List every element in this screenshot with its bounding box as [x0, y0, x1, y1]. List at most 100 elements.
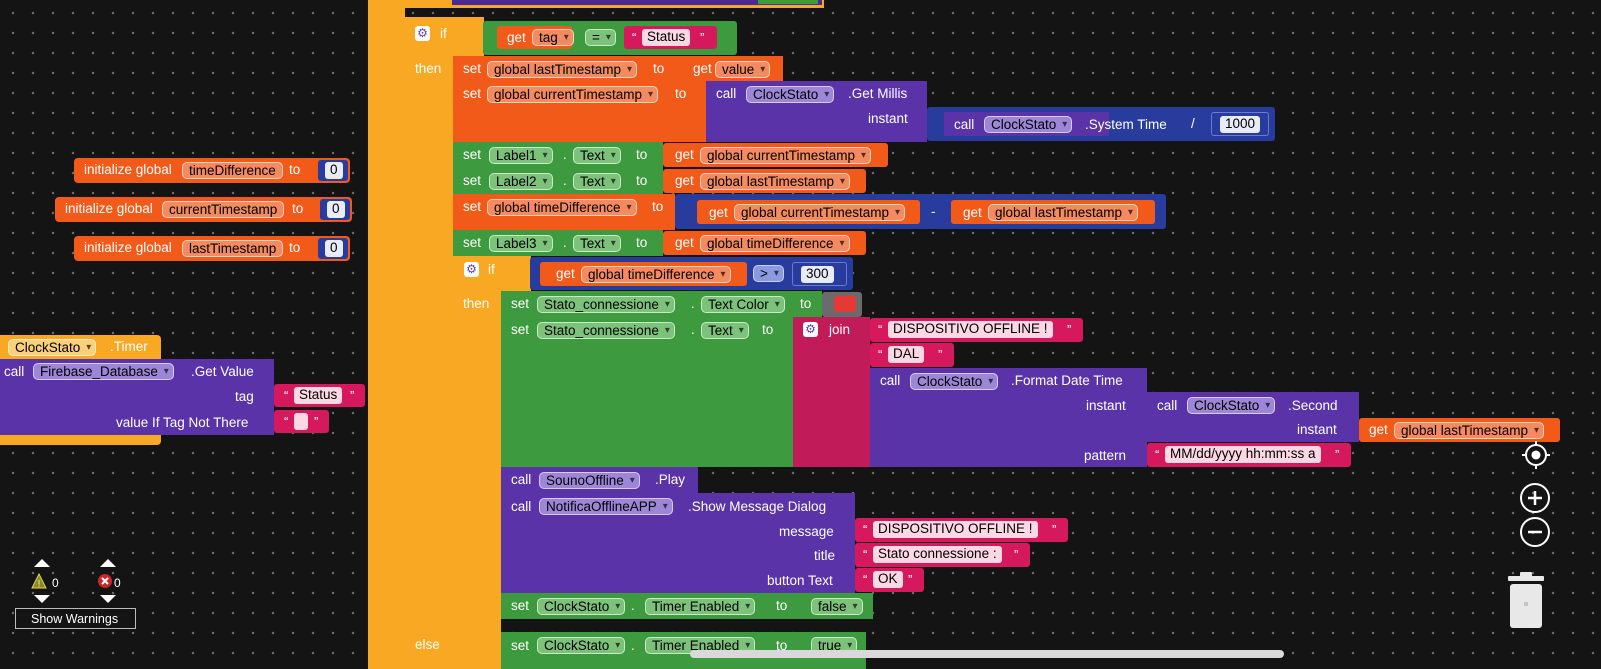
set-time-difference[interactable]: set global timeDifference to — [453, 194, 675, 230]
number-value[interactable]: 0 — [325, 162, 343, 179]
string-value[interactable]: Status — [294, 387, 343, 404]
component-dropdown[interactable]: Stato_connessione — [537, 322, 675, 339]
var-name[interactable]: timeDifference — [182, 162, 283, 179]
recenter-icon[interactable] — [1521, 440, 1551, 470]
component-dropdown[interactable]: ClockStato — [537, 637, 626, 654]
component-dropdown[interactable]: Stato_connessione — [537, 296, 675, 313]
property-dropdown[interactable]: Text — [573, 235, 621, 252]
string-value[interactable]: OK — [873, 571, 903, 588]
var-dropdown[interactable]: global timeDifference — [700, 235, 850, 252]
number-value[interactable]: 300 — [801, 266, 834, 283]
greater-than-block[interactable]: get global timeDifference > 300 — [530, 257, 853, 290]
sound-play-block[interactable]: call SounoOffline .Play — [501, 467, 698, 493]
set-label3-text[interactable]: set Label3 . Text to — [453, 230, 663, 256]
format-date-time-block[interactable]: call ClockStato .Format Date Time instan… — [870, 368, 1147, 467]
error-up-arrow-icon[interactable] — [99, 558, 117, 568]
string-value[interactable]: DAL — [888, 346, 925, 363]
error-indicator[interactable]: 0 — [96, 558, 124, 604]
gear-icon[interactable]: ⚙ — [803, 322, 818, 337]
var-dropdown[interactable]: global lastTimestamp — [1394, 422, 1545, 439]
show-message-dialog-block[interactable]: call NotificaOfflineAPP .Show Message Di… — [501, 493, 855, 593]
subtract-block[interactable]: get global currentTimestamp - get global… — [675, 194, 1166, 229]
component-dropdown[interactable]: ClockStato — [746, 86, 835, 103]
number-block[interactable]: 1000 — [1211, 112, 1269, 136]
string-message[interactable]: “ DISPOSITIVO OFFLINE ! ” — [855, 518, 1068, 542]
trash-icon[interactable] — [1506, 572, 1546, 630]
set-last-timestamp[interactable]: set global lastTimestamp to get value — [453, 56, 783, 82]
component-dropdown[interactable]: Label2 — [489, 173, 553, 190]
string-value[interactable]: Status — [642, 29, 691, 46]
component-dropdown[interactable]: SounoOffline — [539, 472, 640, 489]
horizontal-scrollbar[interactable] — [690, 650, 1284, 658]
set-current-timestamp[interactable]: set global currentTimestamp to — [453, 81, 706, 142]
gear-icon[interactable]: ⚙ — [464, 262, 479, 277]
component-dropdown[interactable]: NotificaOfflineAPP — [539, 498, 673, 515]
string-value[interactable] — [294, 413, 308, 430]
set-timer-enabled-false[interactable]: set ClockStato . Timer Enabled to false — [501, 593, 873, 619]
component-dropdown[interactable]: ClockStato — [537, 598, 626, 615]
get-time-difference[interactable]: get global timeDifference — [663, 231, 866, 255]
show-warnings-button[interactable]: Show Warnings — [15, 608, 136, 629]
number-block[interactable]: 0 — [320, 199, 350, 220]
zoom-out-icon[interactable] — [1519, 516, 1551, 548]
component-dropdown[interactable]: Firebase_Database — [33, 363, 174, 380]
warning-down-arrow-icon[interactable] — [33, 594, 51, 604]
system-time-block[interactable]: call ClockStato .System Time — [944, 112, 1167, 136]
component-dropdown[interactable]: ClockStato — [1187, 397, 1276, 414]
get-millis-block[interactable]: call ClockStato .Get Millis instant — [706, 81, 927, 142]
error-down-arrow-icon[interactable] — [99, 594, 117, 604]
var-name[interactable]: currentTimestamp — [162, 201, 285, 218]
get-last-timestamp[interactable]: get global lastTimestamp — [951, 200, 1155, 224]
component-dropdown[interactable]: ClockStato — [910, 373, 999, 390]
get-last-timestamp[interactable]: get global lastTimestamp — [1359, 418, 1560, 442]
var-dropdown[interactable]: value — [715, 61, 771, 78]
component-dropdown[interactable]: ClockStato — [984, 116, 1073, 133]
component-dropdown[interactable]: Label1 — [489, 147, 553, 164]
get-time-difference[interactable]: get global timeDifference — [540, 262, 747, 286]
property-dropdown[interactable]: Text Color — [701, 296, 785, 313]
number-block[interactable]: 0 — [318, 160, 348, 181]
init-last-timestamp[interactable]: initialize global lastTimestamp to 0 — [74, 236, 350, 261]
var-dropdown[interactable]: global lastTimestamp — [487, 61, 638, 78]
get-tag-block[interactable]: get tag — [497, 26, 574, 49]
status-string[interactable]: “ Status ” — [624, 26, 717, 49]
number-block[interactable]: 0 — [318, 238, 348, 259]
color-swatch[interactable] — [834, 296, 856, 312]
status-string[interactable]: “ Status ” — [274, 384, 365, 407]
divide-block[interactable]: call ClockStato .System Time / 1000 — [927, 107, 1275, 141]
number-block[interactable]: 300 — [792, 262, 847, 286]
color-block[interactable] — [822, 292, 862, 317]
var-dropdown[interactable]: global lastTimestamp — [988, 204, 1139, 221]
string-value[interactable]: MM/dd/yyyy hh:mm:ss a — [1165, 446, 1321, 463]
var-dropdown[interactable]: global currentTimestamp — [700, 147, 872, 164]
init-current-timestamp[interactable]: initialize global currentTimestamp to 0 — [55, 197, 352, 222]
operator-dropdown[interactable]: > — [753, 265, 784, 282]
set-label2-text[interactable]: set Label2 . Text to — [453, 168, 663, 194]
init-time-difference[interactable]: initialize global timeDifference to 0 — [74, 158, 350, 183]
var-dropdown[interactable]: global lastTimestamp — [700, 173, 851, 190]
string-value[interactable]: Stato connessione : — [873, 546, 1002, 563]
number-value[interactable]: 0 — [327, 201, 345, 218]
second-block[interactable]: call ClockStato .Second instant — [1147, 392, 1359, 442]
component-dropdown[interactable]: Label3 — [489, 235, 553, 252]
gear-icon[interactable]: ⚙ — [415, 26, 430, 41]
warning-up-arrow-icon[interactable] — [33, 558, 51, 568]
number-value[interactable]: 0 — [325, 240, 343, 257]
property-dropdown[interactable]: Text — [701, 322, 749, 339]
set-stato-text[interactable]: set Stato_connessione . Text to — [501, 317, 793, 467]
string-ok[interactable]: “ OK ” — [855, 568, 924, 592]
string-offline[interactable]: “ DISPOSITIVO OFFLINE ! ” — [870, 318, 1083, 342]
join-block[interactable]: ⚙ join — [793, 317, 870, 467]
var-dropdown[interactable]: global currentTimestamp — [487, 86, 659, 103]
var-dropdown[interactable]: global timeDifference — [487, 199, 637, 216]
var-name[interactable]: lastTimestamp — [182, 240, 284, 257]
zoom-in-icon[interactable] — [1519, 482, 1551, 514]
component-dropdown[interactable]: ClockStato — [8, 339, 97, 356]
compare-block[interactable]: get tag = “ Status ” — [483, 21, 737, 55]
string-value[interactable]: DISPOSITIVO OFFLINE ! — [873, 521, 1038, 538]
string-dal[interactable]: “ DAL ” — [870, 343, 954, 367]
string-value[interactable]: DISPOSITIVO OFFLINE ! — [888, 321, 1053, 338]
var-dropdown[interactable]: global currentTimestamp — [734, 204, 906, 221]
var-dropdown[interactable]: global timeDifference — [581, 266, 731, 283]
get-current-timestamp[interactable]: get global currentTimestamp — [663, 143, 888, 167]
